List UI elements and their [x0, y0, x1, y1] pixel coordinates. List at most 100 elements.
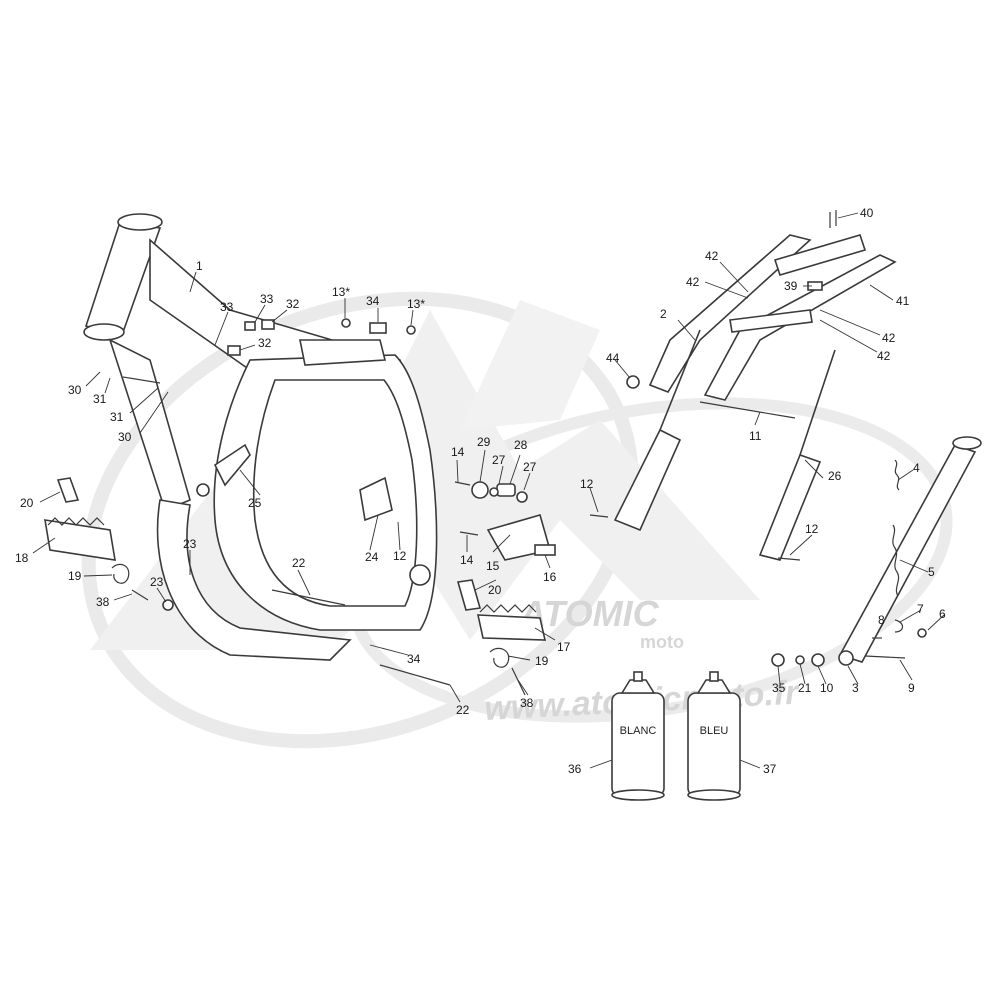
callout-16: 16: [543, 570, 557, 584]
frame-rear-brace: [299, 339, 387, 366]
callout-30-upper: 30: [68, 383, 82, 397]
callout-42-left: 42: [686, 275, 700, 289]
clip-40: [829, 210, 837, 228]
callout-27-right: 27: [523, 460, 537, 474]
subframe-crossmember-lower: [729, 309, 813, 333]
washer-21: [795, 655, 805, 665]
spring-4: [894, 459, 900, 491]
bolt-22-upper: [271, 589, 346, 606]
callout-7: 7: [917, 602, 924, 616]
callout-19-right: 19: [535, 654, 549, 668]
bolt-32-upper: [261, 319, 275, 330]
head-tube-top: [117, 213, 163, 231]
spacer-28: [496, 483, 516, 497]
callout-12-subframe: 12: [580, 477, 594, 491]
washer-13-left: [341, 318, 351, 328]
main-frame: [83, 213, 438, 661]
callout-2: 2: [660, 307, 667, 321]
callout-12-strut: 12: [805, 522, 819, 536]
callout-23-lower: 23: [150, 575, 164, 589]
can-label-bleu: BLEU: [700, 725, 729, 737]
callout-27-left: 27: [492, 453, 506, 467]
bolt-32-lower: [227, 345, 241, 356]
callout-32-lower: 32: [258, 336, 272, 350]
callout-14-upper: 14: [451, 445, 465, 459]
callout-10: 10: [820, 681, 834, 695]
frame-down-tube: [108, 338, 191, 512]
callout-31-left: 31: [93, 392, 107, 406]
callout-34-upper: 34: [366, 294, 380, 308]
swingarm-pivot: [409, 564, 431, 586]
washer-23: [162, 599, 174, 611]
bolt-33: [244, 321, 256, 331]
subframe-left-strut: [613, 428, 682, 532]
pin-20-right: [456, 579, 482, 611]
footpeg-18: [44, 519, 116, 561]
callout-9: 9: [908, 681, 915, 695]
callout-14-lower: 14: [460, 553, 474, 567]
callout-29: 29: [477, 435, 491, 449]
engine-mount-plate-24: [359, 476, 393, 522]
spring-19-left: [111, 563, 130, 584]
engine-mount-plate-25: [213, 443, 251, 487]
callout-11: 11: [749, 429, 762, 443]
callout-4: 4: [913, 461, 920, 475]
callout-42-right-lower: 42: [877, 349, 891, 363]
callout-33-left: 33: [220, 300, 234, 314]
callout-33-right: 33: [260, 292, 274, 306]
callout-31-lower: 31: [110, 410, 124, 424]
footpeg-left: [44, 477, 174, 611]
callout-1: 1: [196, 259, 203, 273]
callout-22-lower: 22: [456, 703, 470, 717]
footpeg-right: [456, 579, 547, 696]
spray-can-36: BLANC: [611, 671, 665, 801]
washer-13-right: [406, 325, 416, 335]
callout-5: 5: [928, 565, 935, 579]
left-small-parts: [122, 318, 451, 686]
bolt-12-right: [777, 557, 801, 561]
callout-38-left: 38: [96, 595, 110, 609]
bolt-22-lower: [379, 664, 451, 686]
callout-37: 37: [763, 762, 777, 776]
clip-7: [894, 619, 904, 633]
spray-can-37: BLEU: [687, 671, 741, 801]
washer-27: [516, 491, 528, 503]
clip-34: [369, 322, 387, 334]
leader-lines: [32, 212, 945, 769]
callout-26: 26: [828, 469, 842, 483]
callout-35: 35: [772, 681, 786, 695]
callout-18: 18: [15, 551, 29, 565]
callout-15: 15: [486, 559, 500, 573]
bushing-29: [471, 481, 489, 499]
middle-parts: [454, 481, 556, 561]
callout-labels: 1 2 3 4 5 6 7 8 9 10 11 12 12 12 13* 13*…: [15, 206, 946, 776]
subframe-left-rail: [648, 234, 812, 393]
callout-20-left: 20: [20, 496, 34, 510]
callout-32-upper: 32: [286, 297, 300, 311]
callout-22-upper: 22: [292, 556, 306, 570]
bolt-14-upper: [454, 481, 471, 486]
callout-6: 6: [939, 607, 946, 621]
callout-17: 17: [557, 640, 571, 654]
callout-8: 8: [878, 613, 885, 627]
bolt-31: [122, 376, 161, 384]
nut-44: [626, 375, 640, 389]
can-label-blanc: BLANC: [620, 725, 657, 737]
side-stand: [771, 436, 982, 667]
subframe-right-strut-26: [758, 453, 822, 561]
callout-34-lower: 34: [407, 652, 421, 666]
pin-16: [534, 544, 556, 556]
steering-head-tube: [84, 221, 162, 336]
washer-10: [811, 653, 825, 667]
callout-38-right: 38: [520, 696, 534, 710]
subframe: [589, 210, 897, 561]
frame-mount-boss: [196, 483, 210, 497]
callout-13-right: 13*: [407, 297, 425, 311]
footpeg-17: [476, 614, 547, 641]
callout-41: 41: [896, 294, 910, 308]
callout-28: 28: [514, 438, 528, 452]
callout-25: 25: [248, 496, 262, 510]
nut-35: [771, 653, 785, 667]
